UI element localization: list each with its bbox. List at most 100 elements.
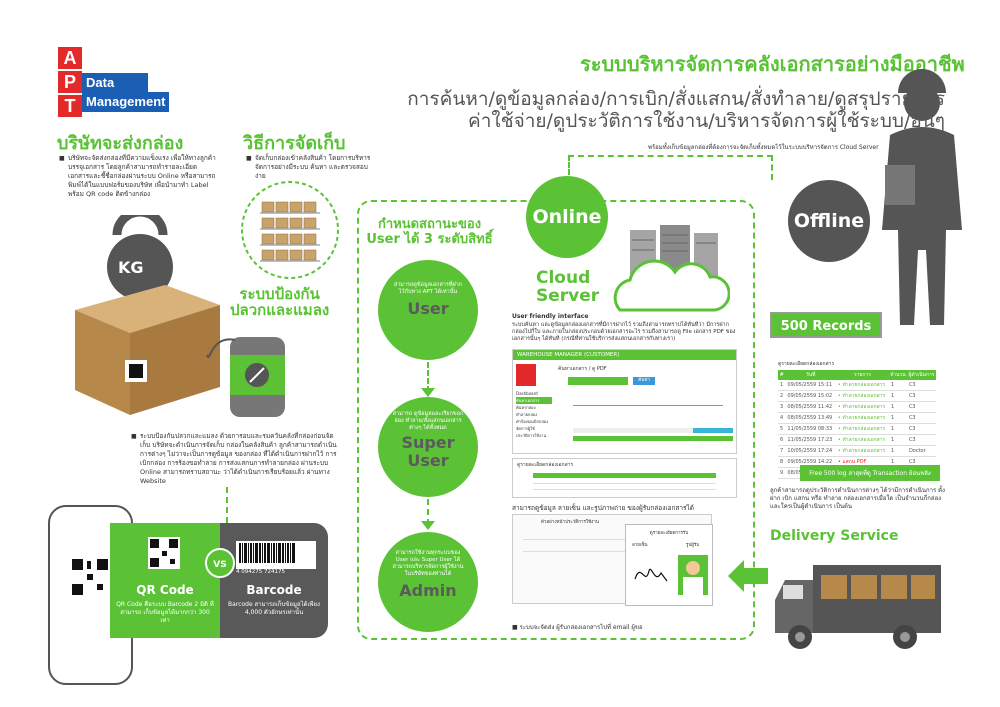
logo-line2: Management	[82, 92, 170, 112]
uf-text: ระบบค้นหา และดูข้อมูลกล่องเอกสารที่มีการ…	[512, 322, 736, 342]
qr-title: QR Code	[136, 583, 194, 597]
role-user: สามารถดูข้อมูลเอกสารที่ฝากไว้กับทาง APT …	[378, 260, 478, 360]
table-cell: 1	[888, 380, 907, 391]
connector-line	[427, 499, 429, 525]
storage-title: วิธีการจัดเก็บ	[243, 133, 346, 154]
online-badge: Online	[526, 176, 608, 258]
sidebar-item[interactable]: จัดการผู้ใช้	[516, 426, 535, 431]
table-cell: C3	[906, 380, 936, 391]
table-cell: 08/05/2559 13:49	[785, 412, 836, 424]
table-cell: 2	[778, 390, 786, 402]
sidebar-item[interactable]: ค้นหากล่อง	[516, 405, 536, 410]
screen-search-button[interactable]: ค้นหา	[633, 377, 655, 385]
table-cell: 1	[888, 390, 907, 402]
logo-letter-p: P	[58, 71, 82, 93]
table-cell: C3	[906, 423, 936, 435]
sidebar-item[interactable]: คำร้องขอเบิกกล่อง	[516, 419, 549, 424]
table-cell: 1	[888, 445, 907, 457]
receiver-photo-icon	[678, 555, 708, 595]
security-text: ระบบป้องกันปลวกและแมลง ด้วยการอบและรมควั…	[131, 432, 340, 486]
table-cell: 9	[778, 467, 786, 479]
screen-search-label: ค้นหาเอกสาร / ดู PDF	[558, 366, 607, 372]
delivery-title: Delivery Service	[770, 528, 899, 544]
email-note-text: ระบบจะจัดส่ง ผู้รับกล่องเอกสารไปที่ emai…	[519, 624, 643, 631]
sidebar-item[interactable]: ประวัติการใช้งาน	[516, 433, 547, 438]
table-cell: C3	[906, 401, 936, 413]
kg-label: KG	[118, 258, 144, 277]
table-cell: 1	[888, 434, 907, 446]
delivery-text: ลูกค้าสามารถดูประวัติการดำเนินการต่างๆ ไ…	[770, 487, 945, 510]
screen-search-input[interactable]	[568, 377, 628, 385]
table-cell: • ทำลายกล่องเอกสาร	[835, 390, 889, 402]
form-title: ตัวอย่างหน้าประวัติการใช้งาน	[541, 520, 599, 525]
arrow-left-icon	[728, 560, 768, 592]
table-cell: 1	[778, 380, 786, 391]
table-cell: • ทำลายกล่องเอกสาร	[835, 445, 889, 457]
barcode-icon	[236, 541, 316, 569]
cloud-line1: Cloud	[536, 268, 591, 288]
cloud-server-icon	[613, 225, 730, 312]
table-header: #	[778, 370, 786, 380]
table-cell: 3	[778, 401, 786, 413]
role-super-user: สามารถ ดูข้อมูลและเรียกขอกล่อง ทำลาย/สั่…	[378, 397, 478, 497]
roles-title-line2: User ได้ 3 ระดับสิทธิ์	[366, 232, 493, 247]
screen-mock-detail: ดูรายละเอียดกล่องเอกสาร	[512, 458, 737, 498]
sidebar-item[interactable]: Dashboard	[516, 391, 538, 396]
table-cell: 5	[778, 423, 786, 435]
arrow-down-icon	[421, 521, 435, 530]
signature-icon	[634, 568, 668, 582]
sign-card-photo-label: รูปผู้รับ	[686, 543, 700, 548]
table-header: ผู้ดำเนินการ	[906, 370, 936, 380]
logo-letter-t: T	[58, 95, 82, 117]
uf-title: User friendly interface	[512, 313, 589, 320]
table-cell: • ทำลายกล่องเอกสาร	[835, 434, 889, 446]
table-cell: 11/05/2559 08:33	[785, 423, 836, 435]
box-service-text: บริษัทจะจัดส่งกล่องที่มีความแข็งแรง เพื่…	[59, 154, 218, 199]
barcode-panel: 4 094275 724175 Barcode Barcode สามารถเก…	[220, 523, 328, 638]
role-admin-desc: สามารถใช้งานทุกระบบของ User และ Super Us…	[392, 550, 464, 577]
offline-badge: Offline	[788, 180, 870, 262]
box-kettlebell-illustration	[75, 215, 220, 415]
sign-card-title: ดูรายละเอียดการรับ	[649, 531, 689, 536]
screen-sidebar: Dashboard ค้นหาเอกสาร ค้นหากล่อง ทำลายกล…	[516, 364, 552, 439]
role-admin-name: Admin	[399, 581, 457, 600]
screen-mock-main: WAREHOUSE MANAGER (CUSTOMER) Dashboard ค…	[512, 349, 737, 454]
sidebar-item[interactable]: ค้นหาเอกสาร	[516, 397, 552, 404]
logo-letter-a: A	[58, 47, 82, 69]
screen-header: WAREHOUSE MANAGER (CUSTOMER)	[513, 350, 736, 360]
barcode-title: Barcode	[246, 583, 302, 597]
storage-text: จัดเก็บกล่องเข้าคลังสินค้า โดยการบริหารจ…	[246, 154, 375, 181]
screen2-title: ดูรายละเอียดกล่องเอกสาร	[517, 462, 574, 468]
role-super-desc: สามารถ ดูข้อมูลและเรียกขอกล่อง ทำลาย/สั่…	[392, 411, 464, 431]
delivery-truck-icon	[775, 565, 941, 649]
security-title-line2: ปลวกและแมลง	[230, 301, 330, 319]
qr-panel: QR Code QR Code คือระบบ Barcode 2 มิติ ท…	[110, 523, 220, 638]
main-title: ระบบบริหารจัดการคลังเอกสารอย่างมืออาชีพ	[580, 52, 965, 76]
role-user-name: User	[407, 299, 449, 318]
table-cell: • ทำลายกล่องเอกสาร	[835, 412, 889, 424]
table-cell: C3	[906, 412, 936, 424]
roles-title: กำหนดสถานะของ User ได้ 3 ระดับสิทธิ์	[362, 217, 497, 247]
security-title: ระบบป้องกัน ปลวกและแมลง	[230, 286, 329, 318]
connector-line	[226, 487, 228, 523]
role-admin: สามารถใช้งานทุกระบบของ User และ Super Us…	[378, 532, 478, 632]
role-user-desc: สามารถดูข้อมูลเอกสารที่ฝากไว้กับทาง APT …	[393, 282, 463, 295]
barcode-digits: 4 094275 724175	[236, 569, 285, 575]
table-cell: 09/05/2559 15:02	[785, 390, 836, 402]
table-cell: C3	[906, 434, 936, 446]
subtitle-line1: การค้นหา/ดูข้อมูลกล่อง/การเบิก/สั่งแสกน/…	[407, 88, 945, 110]
table-cell: 1	[888, 423, 907, 435]
sidebar-item[interactable]: ทำลายกล่อง	[516, 412, 538, 417]
arrow-down-icon	[421, 388, 435, 397]
security-title-line1: ระบบป้องกัน	[239, 285, 320, 303]
qr-text: QR Code คือระบบ Barcode 2 มิติ ที่สามารถ…	[116, 601, 214, 624]
roles-title-line1: กำหนดสถานะของ	[377, 217, 482, 232]
sign-card-label: ลายเซ็น	[632, 543, 648, 548]
